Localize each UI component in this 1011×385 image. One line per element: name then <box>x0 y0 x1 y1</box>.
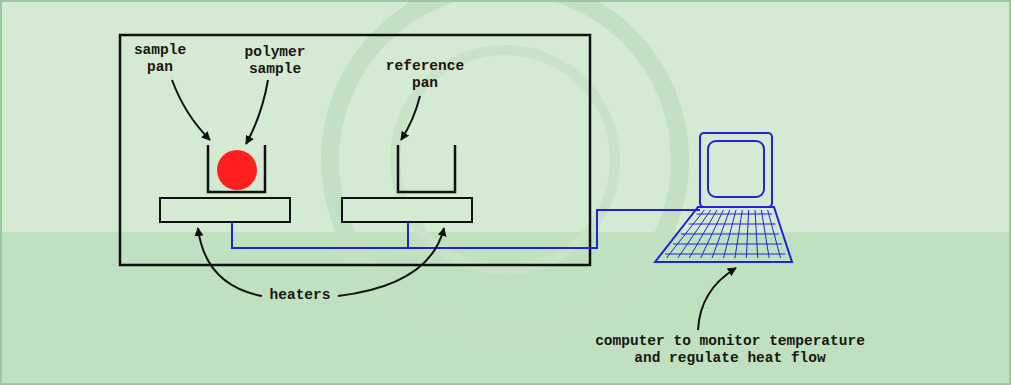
caption-note: computer to monitor temperature and regu… <box>580 333 880 367</box>
watermark-ring <box>330 0 680 335</box>
dsc-housing <box>120 35 590 265</box>
leader-arrow <box>401 96 420 140</box>
reference-heater <box>342 198 472 222</box>
laptop-computer <box>655 133 792 262</box>
reference-pan <box>398 145 455 192</box>
signal-wire <box>232 210 700 248</box>
leader-arrow <box>172 80 210 140</box>
leader-arrow <box>198 228 262 296</box>
part-label: heaters <box>250 287 350 304</box>
sample-pan <box>208 145 265 192</box>
polymer-sample <box>217 150 257 190</box>
leader-arrow <box>246 80 268 144</box>
lower-band <box>0 232 1011 385</box>
part-label: reference pan <box>378 58 473 92</box>
part-label: polymer sample <box>235 44 315 78</box>
part-label: sample pan <box>125 42 195 76</box>
leader-arrow <box>698 268 736 330</box>
sample-heater <box>160 198 290 222</box>
signal-wire <box>407 222 409 248</box>
keyboard-keys <box>665 210 785 258</box>
leader-arrow <box>338 228 444 296</box>
